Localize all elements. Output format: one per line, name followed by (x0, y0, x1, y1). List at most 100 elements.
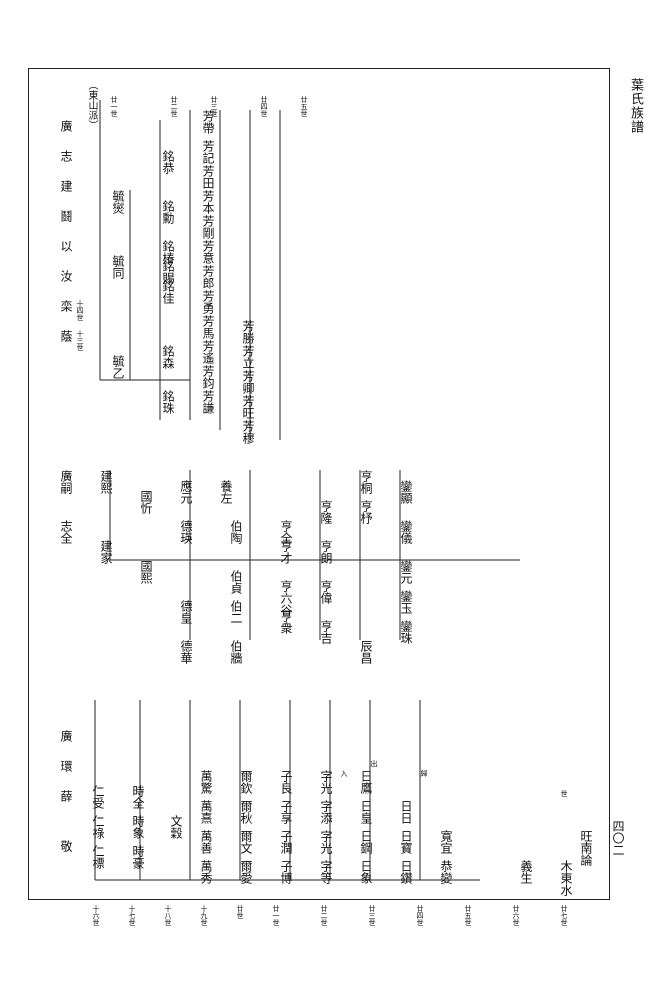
person-name: 萬熹 (199, 800, 213, 824)
person-name: 寬宜 (439, 830, 453, 854)
person-name: 時全 (131, 785, 145, 809)
person-name: 仁標 (91, 845, 105, 869)
generation-label: 廿一世 (110, 96, 118, 117)
person-name: 芳立 (241, 345, 255, 369)
person-name: 銘佳 (161, 280, 175, 304)
person-name: 日皇 (359, 800, 373, 824)
person-name: 字光 (319, 830, 333, 854)
person-name: 伯牆 (229, 640, 243, 664)
person-name: 芳卿 (241, 370, 255, 394)
person-name: 亨偉 (319, 580, 333, 604)
person-name: 敬 (59, 840, 73, 852)
annotation: 世 (560, 790, 568, 797)
person-name: 蔭 (59, 330, 73, 342)
person-name: 銘恭 (161, 150, 175, 174)
branch-label: （東山派） (86, 80, 97, 130)
person-name: 建家 (99, 540, 113, 564)
person-name: 芳謙 (201, 390, 215, 414)
page-header-title: 葉氏族譜 (628, 78, 643, 134)
person-name: 亨朗 (319, 540, 333, 564)
person-name: 亨杼 (359, 500, 373, 524)
generation-label: 廿四世 (260, 96, 268, 117)
person-name: 廣 (59, 730, 73, 742)
generation-label: 廿五世 (300, 96, 308, 117)
person-name: 志全 (59, 520, 73, 544)
person-name: 薛 (59, 790, 73, 802)
person-name: 芳郎 (201, 265, 215, 289)
person-name: 芳鈞 (201, 365, 215, 389)
person-name: 時豪 (131, 845, 145, 869)
person-name: 亨隆 (319, 500, 333, 524)
person-name: 爾文 (239, 830, 253, 854)
generation-label: 十七世 (128, 905, 136, 926)
generation-label: 廿六世 (512, 905, 520, 926)
person-name: 亨全 (279, 520, 293, 544)
person-name: 文穀 (169, 815, 183, 839)
person-name: 子享 (279, 800, 293, 824)
person-name: 子潤 (279, 830, 293, 854)
person-name: 德華 (179, 640, 193, 664)
person-name: 芳田 (201, 165, 215, 189)
person-name: 日鷹 (359, 770, 373, 794)
annotation: 歸 (420, 770, 428, 777)
person-name: 芳馬 (201, 315, 215, 339)
person-name: 子良 (279, 770, 293, 794)
person-name: 廣 (59, 120, 73, 132)
person-name: 子博 (279, 860, 293, 884)
person-name: 萬秀 (199, 860, 213, 884)
person-name: 爾秋 (239, 800, 253, 824)
person-name: 字光 (319, 770, 333, 794)
person-name: 鑾元 (399, 560, 413, 584)
person-name: 鬪 (59, 210, 73, 222)
generation-label: 廿三世 (368, 905, 376, 926)
person-name: 芳遙 (201, 340, 215, 364)
person-name: 仁祿 (91, 815, 105, 839)
person-name: 芳勇 (201, 290, 215, 314)
generation-label: 廿五世 (464, 905, 472, 926)
person-name: 伯陶 (229, 520, 243, 544)
person-name: 日日 (399, 800, 413, 824)
person-name: 芳本 (201, 190, 215, 214)
generation-label: 十八世 (164, 905, 172, 926)
person-name: 爾欽 (239, 770, 253, 794)
person-name: 建熙 (99, 470, 113, 494)
generation-label: 十九世 (200, 905, 208, 926)
person-name: 德皇 (179, 600, 193, 624)
person-name: 旺南論 (579, 830, 593, 866)
person-name: 伯二 (229, 600, 243, 624)
person-name: 芳勝 (241, 320, 255, 344)
generation-label: 廿三世 (210, 96, 218, 117)
person-name: 芳記 (201, 140, 215, 164)
person-name: 銘森 (161, 345, 175, 369)
page-number: 四〇二 (611, 820, 625, 856)
person-name: 辰昌 (359, 640, 373, 664)
generation-label: 廿二世 (170, 96, 178, 117)
person-name: 時象 (131, 815, 145, 839)
person-name: 萬善 (199, 830, 213, 854)
person-name: 鑾珠 (399, 620, 413, 644)
person-name: 芳意 (201, 240, 215, 264)
person-name: 義生 (519, 860, 533, 884)
person-name: 亨衆 (279, 610, 293, 634)
person-name: 亨六谷 (279, 580, 293, 616)
person-name: 日象 (359, 860, 373, 884)
person-name: 爾愛 (239, 860, 253, 884)
person-name: 日鋼 (359, 830, 373, 854)
person-name: 伯貞 (229, 570, 243, 594)
person-name: 萬驚 (199, 770, 213, 794)
person-name: 銘賜 (161, 260, 175, 284)
person-name: 國忻 (139, 490, 153, 514)
person-name: 芳剛 (201, 215, 215, 239)
person-name: 恭變 (439, 860, 453, 884)
person-name: 銘勳 (161, 200, 175, 224)
annotation: 十四世 (76, 300, 84, 321)
person-name: 鑾顯 (399, 480, 413, 504)
annotation: 出 (370, 760, 378, 767)
person-name: 銘椿 (161, 240, 175, 264)
generation-label: 廿二世 (320, 905, 328, 926)
person-name: 毓爕 (111, 190, 125, 214)
person-name: 字等 (319, 860, 333, 884)
person-name: 汝 (59, 270, 73, 282)
generation-label: 廿四世 (416, 905, 424, 926)
